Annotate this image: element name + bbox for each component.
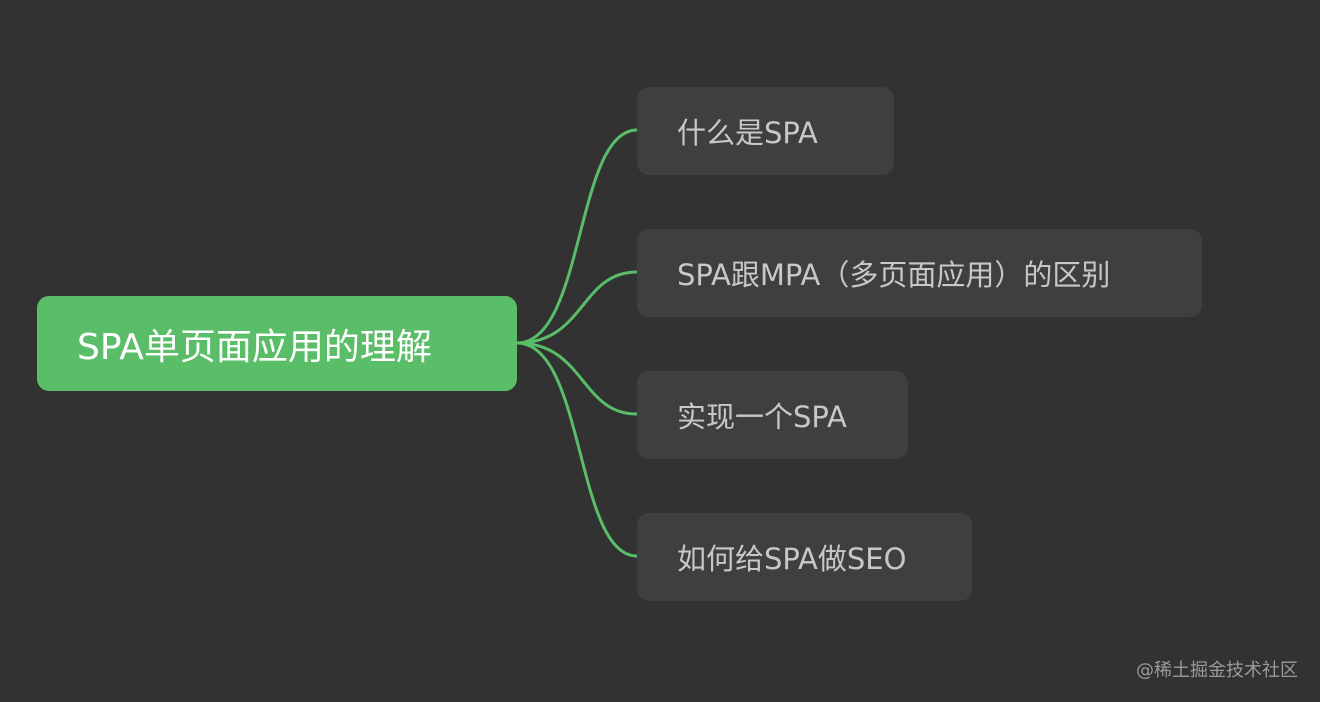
subtopic-label: 如何给SPA做SEO	[677, 542, 907, 576]
root-topic-node[interactable]: SPA单页面应用的理解	[37, 296, 517, 391]
subtopic-label: 什么是SPA	[677, 116, 818, 150]
subtopic-node-spa-vs-mpa[interactable]: SPA跟MPA（多页面应用）的区别	[637, 229, 1202, 317]
subtopic-node-implement-spa[interactable]: 实现一个SPA	[637, 371, 908, 459]
subtopic-node-spa-seo[interactable]: 如何给SPA做SEO	[637, 513, 972, 601]
connector-root-to-child-2	[515, 270, 639, 345]
subtopic-label: 实现一个SPA	[677, 400, 847, 434]
subtopic-node-what-is-spa[interactable]: 什么是SPA	[637, 87, 894, 175]
root-topic-label: SPA单页面应用的理解	[77, 326, 432, 368]
watermark-text: @稀土掘金技术社区	[1136, 660, 1298, 681]
connector-root-to-child-3	[515, 341, 639, 416]
connector-root-to-child-1	[515, 128, 639, 345]
connector-root-to-child-4	[515, 341, 639, 558]
subtopic-label: SPA跟MPA（多页面应用）的区别	[677, 258, 1111, 292]
